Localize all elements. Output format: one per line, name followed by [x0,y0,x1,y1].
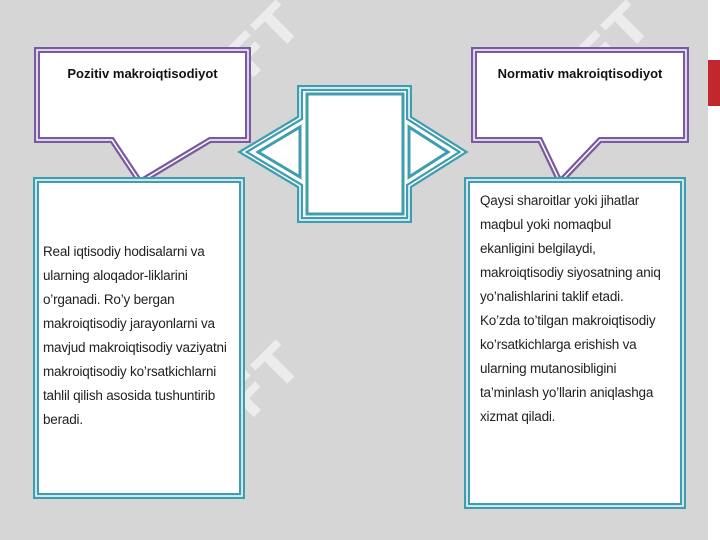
text-line: ularning aloqador-liklarini [43,268,188,283]
accent-bar [708,60,720,106]
left-callout-shape [34,47,251,187]
right-box-shape [464,177,686,509]
text-line: makroiqtisodiy ko’rsatkichlarni [43,364,217,379]
text-line: o’rganadi. Ro’y bergan [43,292,175,307]
text-line: Real iqtisodiy hodisalarni va [43,244,205,259]
text-line: Ko’zda to’tilgan makroiqtisodiy [480,313,656,328]
text-line: beradi. [43,412,83,427]
text-line: ekanligini belgilaydi, [480,241,596,256]
left-box-text: Real iqtisodiy hodisalarni va ularning a… [43,240,238,432]
left-box-shape [33,177,245,499]
text-line: ko’rsatkichlarga erishish va [480,337,637,352]
right-box-text: Qaysi sharoitlar yoki jihatlar maqbul yo… [480,189,680,429]
text-line: maqbul yoki nomaqbul [480,217,612,232]
text-line: xizmat qiladi. [480,409,556,424]
text-line: yo’nalishlarini taklif etadi. [480,289,624,304]
positive-macroeconomics-title: Pozitiv makroiqtisodiyot [67,66,218,81]
text-line: tahlil qilish asosida tushuntirib [43,388,215,403]
normative-macroeconomics-title: Normativ makroiqtisodiyot [497,66,663,81]
right-callout-shape [471,47,689,188]
text-line: ta’minlash yo’llarin aniqlashga [480,385,654,400]
text-line: makroiqtisodiy siyosatning aniq [480,265,661,280]
text-line: makroiqtisodiy jarayonlarni va [43,316,215,331]
double-arrow-shape [237,85,469,223]
text-line: Qaysi sharoitlar yoki jihatlar [480,193,640,208]
text-line: ularning mutanosibligini [480,361,617,376]
text-line: mavjud makroiqtisodiy vaziyatni [43,340,227,355]
